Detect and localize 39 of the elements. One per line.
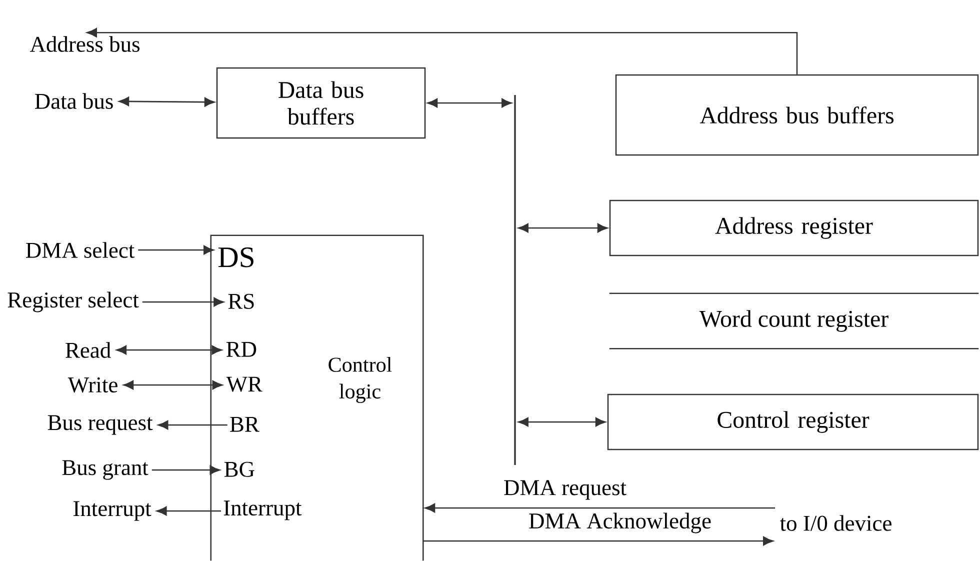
arrow bbox=[118, 96, 215, 107]
arrow bbox=[142, 297, 224, 307]
pin-label: Interrupt bbox=[224, 500, 302, 520]
signal-label: Bus grant bbox=[62, 460, 148, 480]
arrow bbox=[152, 465, 220, 475]
arrow bbox=[518, 417, 606, 427]
register-box: Control register bbox=[607, 394, 979, 450]
register-box: Address register bbox=[609, 200, 979, 256]
signal-label: Register select bbox=[8, 292, 139, 312]
register-box: Word count register bbox=[609, 292, 979, 350]
arrow bbox=[138, 245, 214, 255]
edge-label: DMA request bbox=[504, 480, 626, 500]
arrow bbox=[116, 345, 222, 355]
signal-label: Read bbox=[66, 342, 111, 358]
arrow bbox=[424, 503, 775, 513]
arrow bbox=[123, 380, 223, 390]
edge-label: DMA Acknowledge bbox=[529, 512, 711, 534]
arrow bbox=[427, 98, 512, 108]
arrow bbox=[423, 536, 774, 546]
signal-label: Write bbox=[68, 377, 118, 393]
signal-label: DMA select bbox=[26, 242, 135, 258]
signal-label: Address bus bbox=[30, 36, 140, 52]
note-label: to I/0 device bbox=[780, 515, 892, 531]
pin-label: BG bbox=[224, 462, 254, 477]
pin-label: BR bbox=[230, 416, 260, 432]
pin-label: RS bbox=[228, 294, 254, 309]
pin-label: RD bbox=[226, 342, 256, 357]
signal-label: Bus request bbox=[48, 415, 153, 435]
arrow bbox=[156, 506, 221, 516]
arrow bbox=[518, 223, 608, 233]
arrow bbox=[86, 28, 798, 74]
arrow bbox=[158, 420, 228, 430]
bus-line bbox=[514, 95, 516, 465]
buffer-box: Address bus buffers bbox=[615, 74, 979, 156]
pin-label: DS bbox=[218, 247, 254, 268]
signal-label: Data bus bbox=[34, 93, 113, 109]
signal-label: Interrupt bbox=[73, 501, 152, 521]
pin-label: WR bbox=[226, 376, 262, 392]
buffer-box: Data bus buffers bbox=[216, 67, 426, 139]
